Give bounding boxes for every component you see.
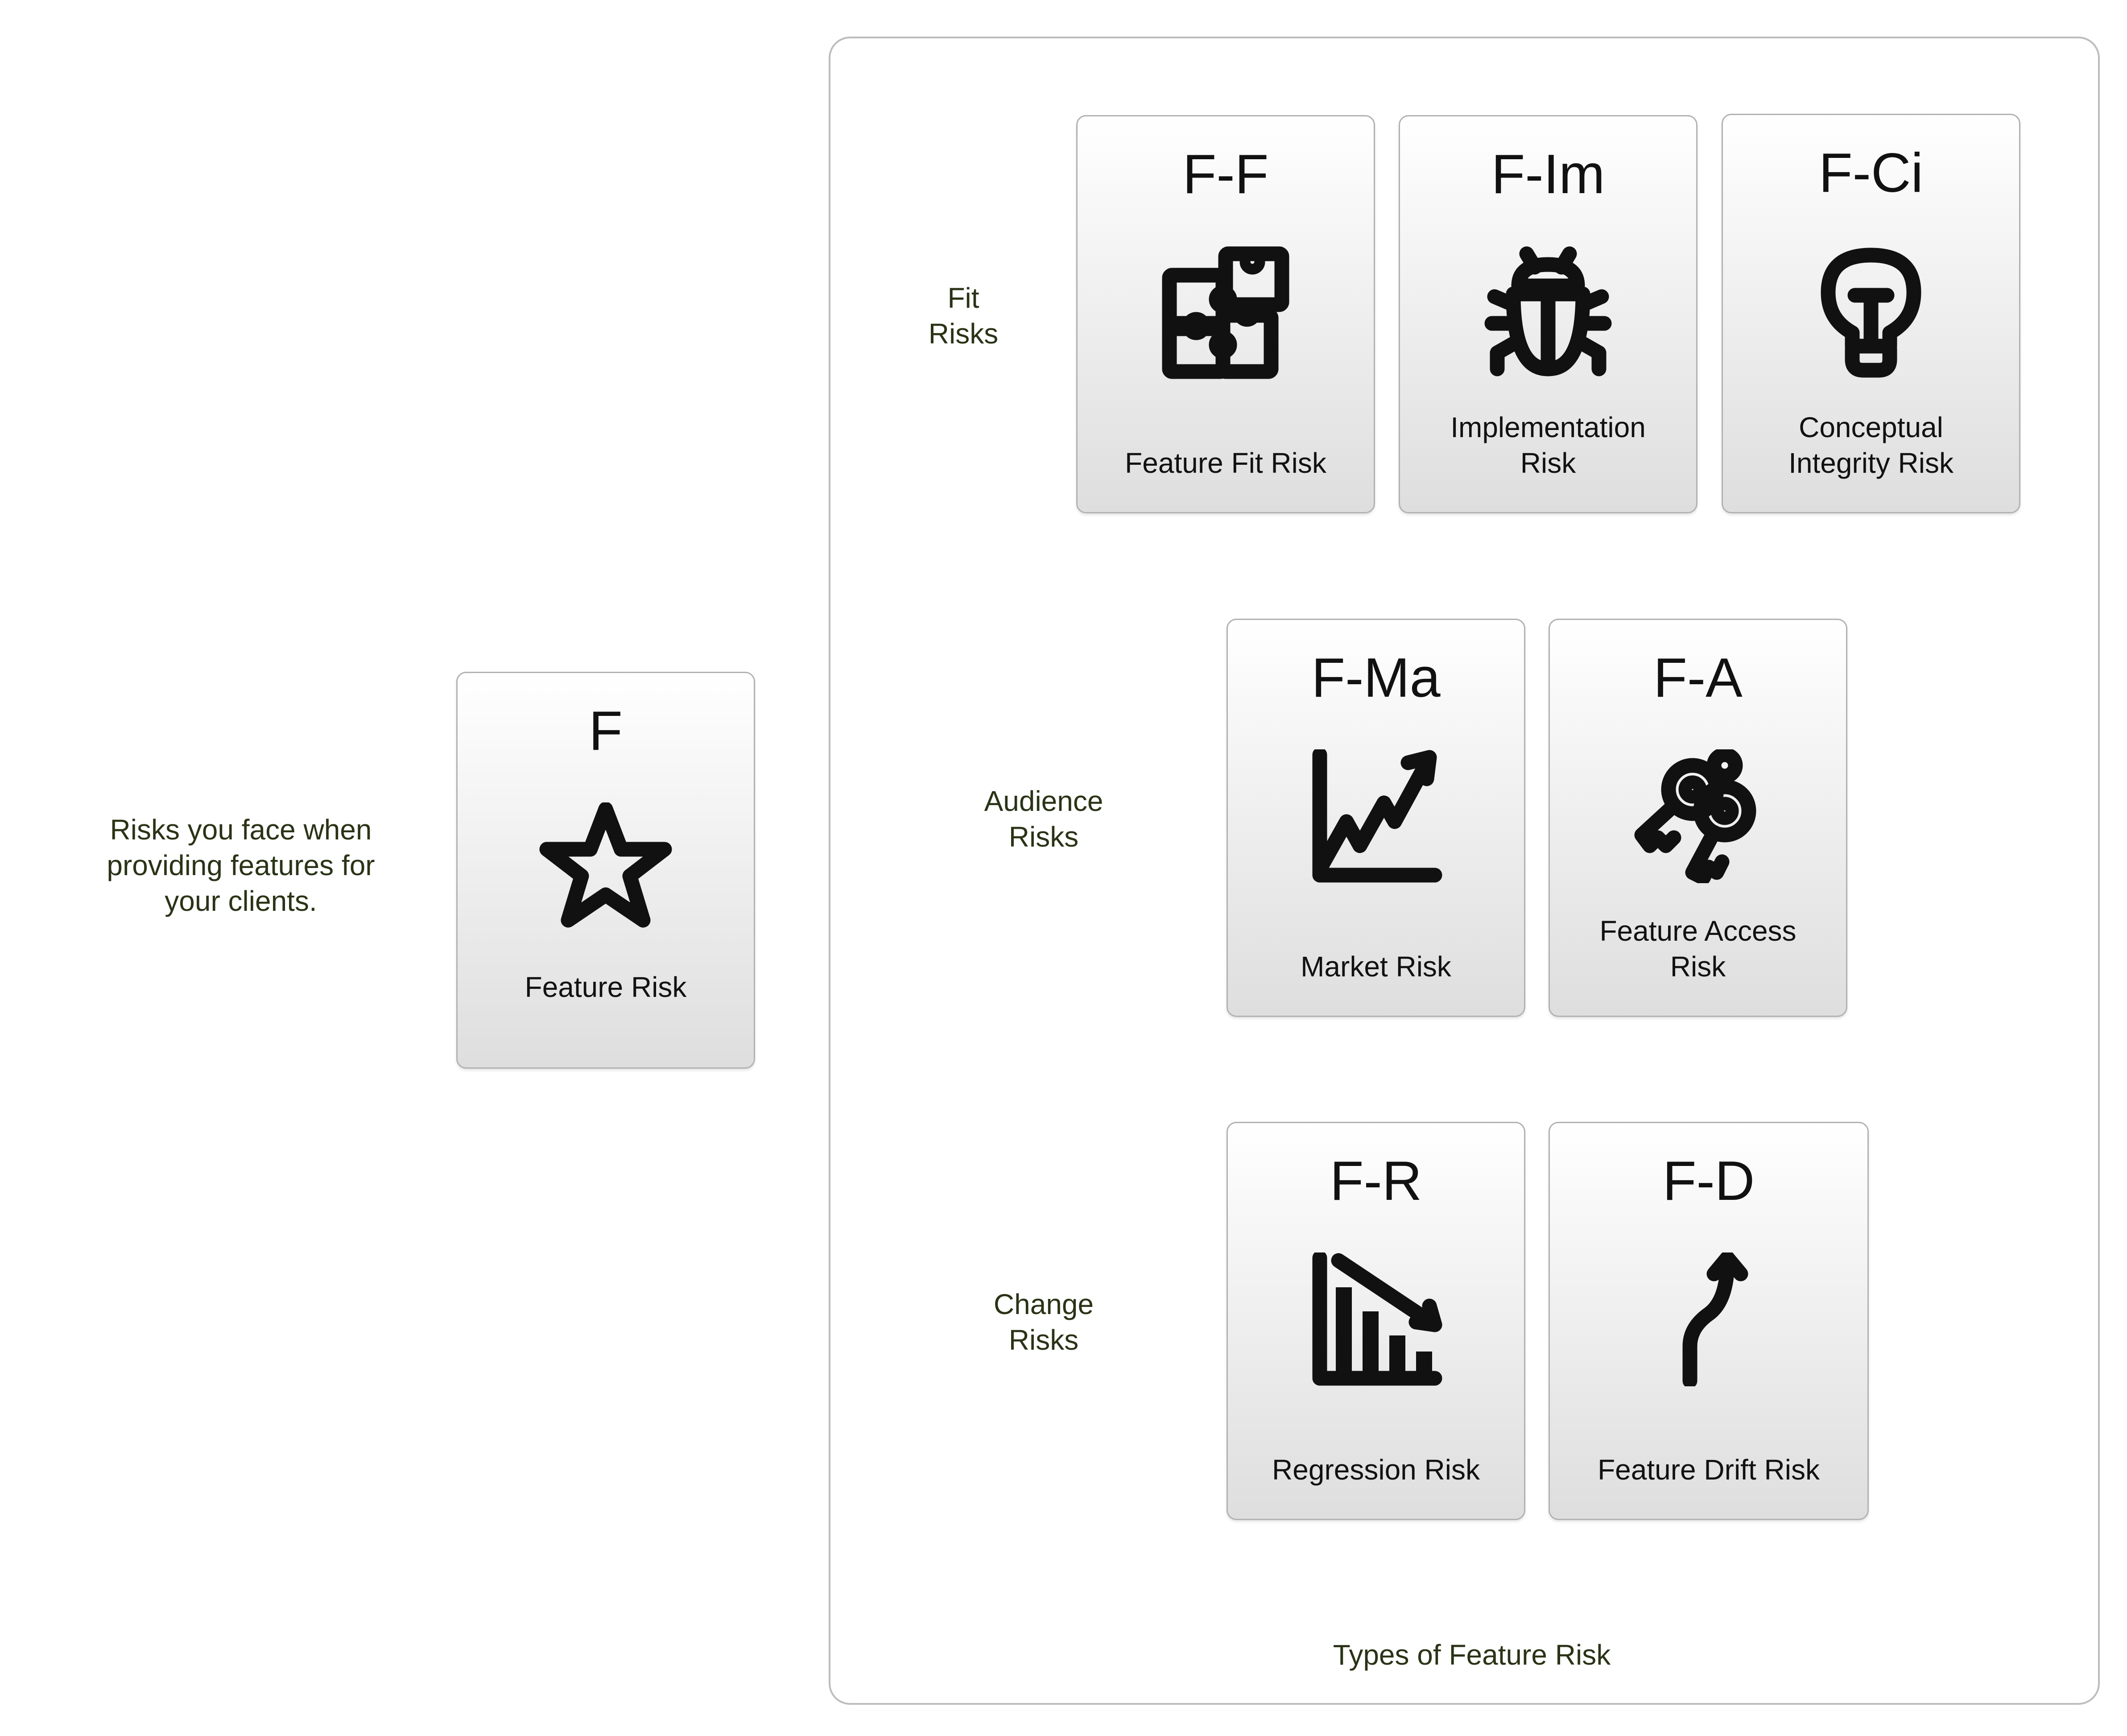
trend-down-bar-chart-icon [1309, 1252, 1443, 1386]
card-code: F [589, 700, 623, 762]
card-code: F-Ci [1818, 142, 1924, 204]
row-label-change-risks: Change Risks [993, 1288, 1094, 1356]
card-code: F-F [1182, 144, 1269, 205]
trend-up-chart-icon [1309, 749, 1443, 883]
feature-fit-risk-card[interactable]: F-F Feature Fit Risk [1076, 115, 1375, 513]
feature-drift-risk-card[interactable]: F-D Feature Drift Risk [1549, 1122, 1869, 1520]
feature-risk-card[interactable]: F Feature Risk [456, 672, 755, 1069]
card-code: F-Ma [1311, 647, 1441, 709]
card-code: F-D [1662, 1150, 1755, 1212]
implementation-risk-card[interactable]: F-Im Implementation Risk [1399, 115, 1697, 513]
card-code: F-R [1330, 1150, 1422, 1212]
card-label: Feature Fit Risk [1125, 447, 1326, 479]
card-label: Feature Risk [525, 971, 687, 1003]
row-label-fit-risks: Fit Risks [928, 282, 999, 350]
card-code: F-A [1653, 647, 1743, 709]
regression-risk-card[interactable]: F-R Regression Risk [1227, 1122, 1525, 1520]
card-label: Conceptual Integrity Risk [1788, 411, 1954, 479]
row-label-audience-risks: Audience Risks [984, 785, 1103, 853]
conceptual-integrity-risk-card[interactable]: F-Ci Conceptual Integrity Risk [1722, 114, 2020, 513]
card-label: Feature Drift Risk [1598, 1454, 1820, 1486]
card-code: F-Im [1491, 144, 1605, 205]
group-caption: Types of Feature Risk [1333, 1639, 1611, 1671]
star-icon [539, 802, 673, 936]
card-label: Market Risk [1301, 951, 1451, 983]
lightbulb-icon [1804, 244, 1938, 378]
bug-icon [1481, 246, 1615, 380]
card-label: Implementation Risk [1450, 411, 1646, 479]
card-label: Regression Risk [1272, 1454, 1480, 1486]
intro-text: Risks you face when providing features f… [107, 814, 375, 917]
keys-icon [1631, 749, 1765, 883]
market-risk-card[interactable]: F-Ma Market Risk [1227, 619, 1525, 1017]
feature-access-risk-card[interactable]: F-A Feature Access Risk [1549, 619, 1847, 1017]
card-label: Feature Access Risk [1599, 915, 1797, 983]
puzzle-icon [1159, 246, 1293, 380]
curved-arrow-icon [1642, 1252, 1776, 1386]
